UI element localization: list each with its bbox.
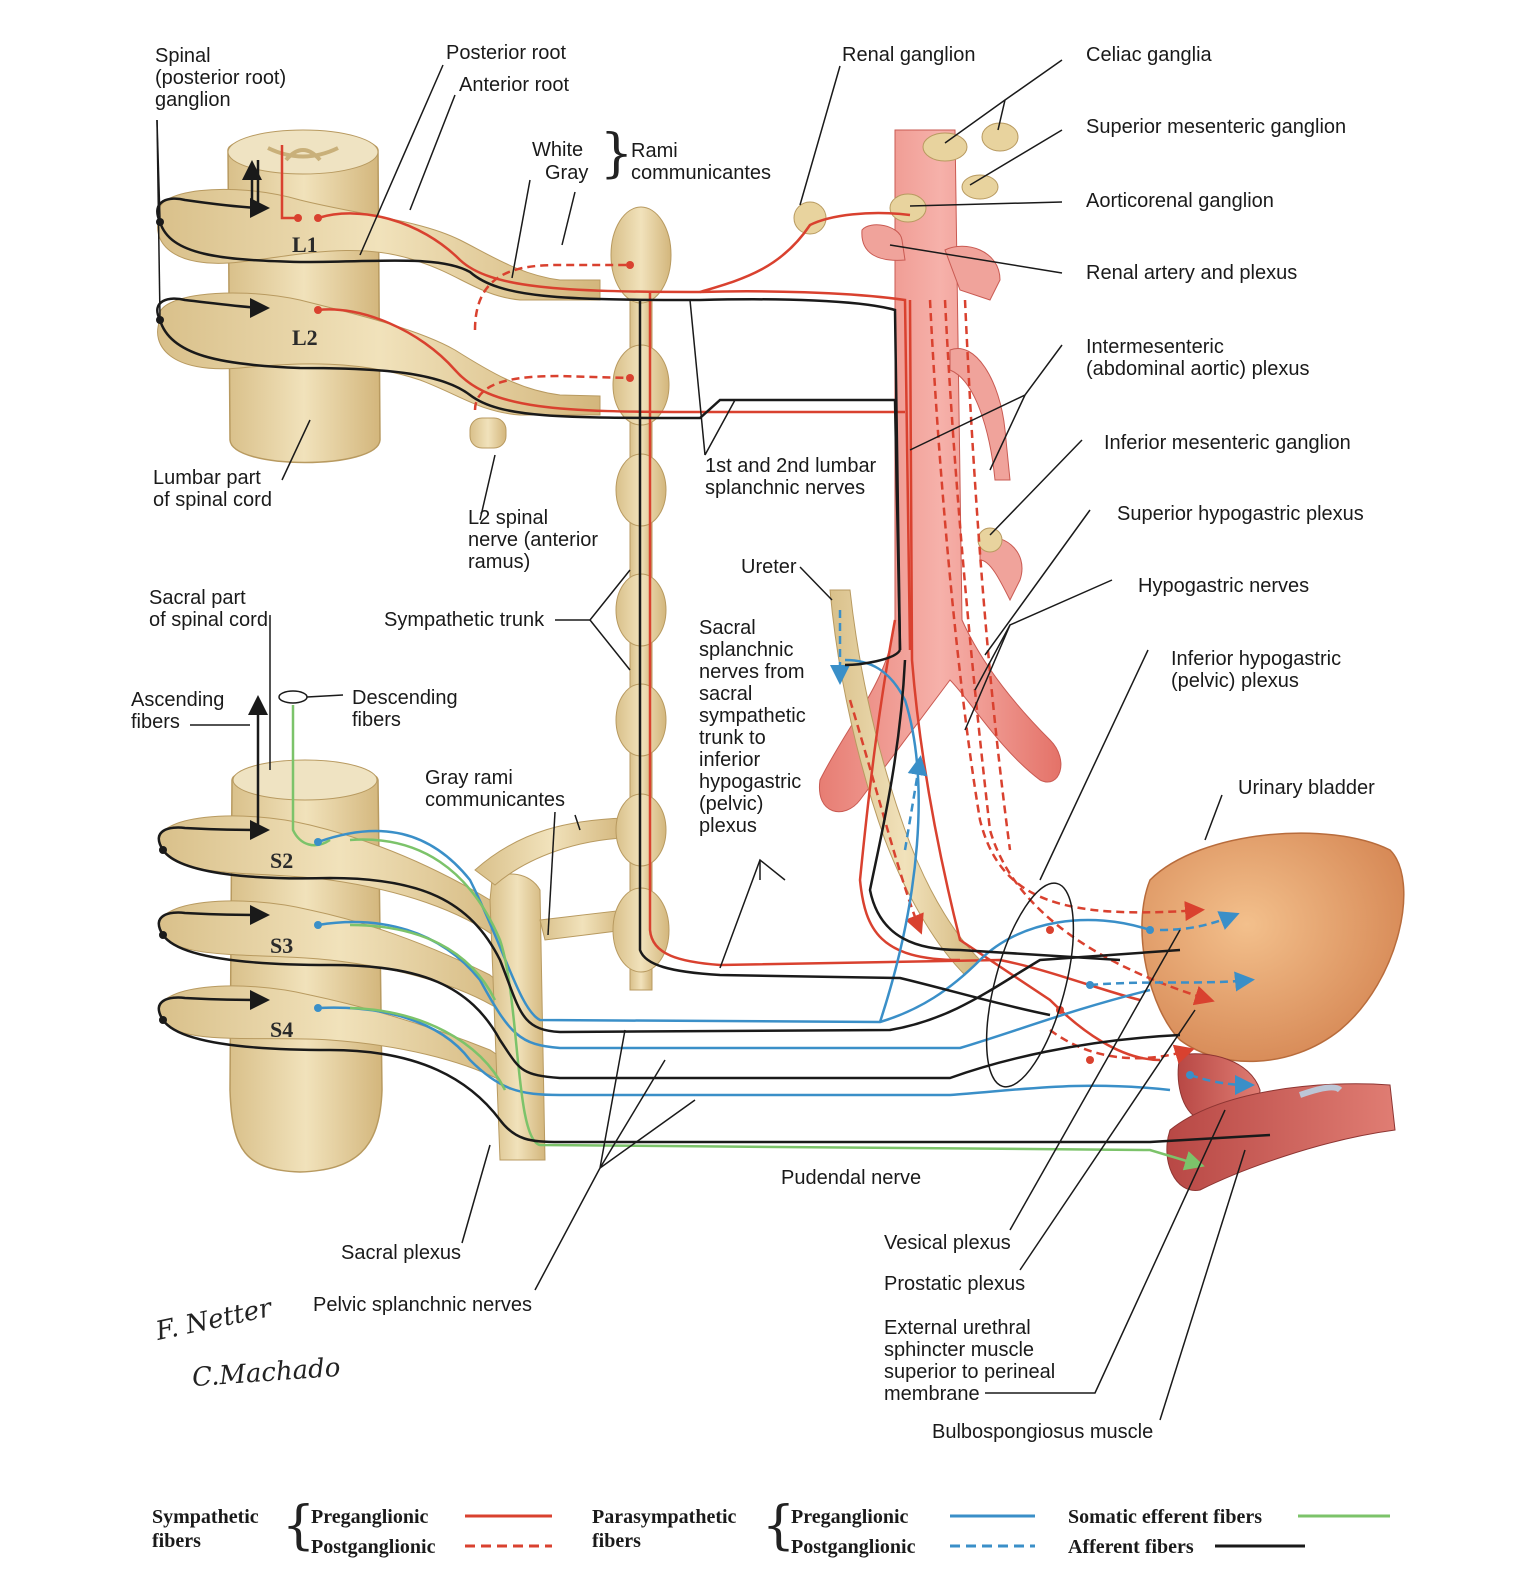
l2-spinal-nerve [469, 417, 507, 449]
label-superior-hypogastric-plexus: Superior hypogastric plexus [1117, 503, 1364, 525]
label-descending-fibers: Descending fibers [352, 687, 458, 731]
label-rami-communicantes: Rami communicantes [631, 140, 772, 184]
label-l2-spinal-nerve: L2 spinal nerve (anterior ramus) [468, 507, 599, 573]
label-urinary-bladder: Urinary bladder [1238, 777, 1375, 799]
label-aorticorenal-ganglion: Aorticorenal ganglion [1086, 190, 1274, 212]
label-lumbar-splanchnic: 1st and 2nd lumbar splanchnic nerves [705, 455, 877, 499]
label-celiac-ganglia: Celiac ganglia [1086, 44, 1212, 66]
rami-brace: } [600, 124, 634, 184]
descending-fibers-ring [278, 690, 308, 704]
label-ascending-fibers: Ascending fibers [131, 689, 225, 733]
label-pudendal-nerve: Pudendal nerve [781, 1167, 922, 1189]
label-sacral-plexus: Sacral plexus [341, 1242, 462, 1264]
label-pelvic-splanchnic: Pelvic splanchnic nerves [313, 1294, 532, 1316]
sympathetic-preganglionic-fibers [280, 145, 1161, 1062]
legend-lines [465, 1514, 1390, 1548]
legend-symp-preganglionic: Preganglionic [311, 1506, 429, 1528]
label-white: White [532, 139, 584, 161]
label-hypogastric-nerves: Hypogastric nerves [1138, 575, 1310, 597]
label-sacral-splanchnic: Sacral splanchnic nerves from sacral sym… [699, 617, 806, 837]
parasympathetic-preganglionic-fibers [317, 658, 1171, 1097]
label-posterior-root: Posterior root [446, 42, 567, 64]
leader-lines [156, 59, 1246, 1421]
label-renal-artery-plexus: Renal artery and plexus [1086, 262, 1298, 284]
segment-s2: S2 [270, 848, 293, 873]
urinary-bladder-shape [1141, 832, 1405, 1191]
label-anterior-root: Anterior root [459, 74, 570, 96]
label-sacral-part: Sacral part of spinal cord [149, 587, 268, 631]
label-spinal-ganglion: Spinal (posterior root) ganglion [155, 45, 287, 111]
label-vesical-plexus: Vesical plexus [884, 1232, 1011, 1254]
label-intermesenteric-plexus: Intermesenteric (abdominal aortic) plexu… [1086, 336, 1310, 380]
legend-para-preganglionic: Preganglionic [791, 1506, 909, 1528]
label-inferior-hypogastric-plexus: Inferior hypogastric (pelvic) plexus [1171, 648, 1342, 692]
renal-ganglion [793, 201, 827, 235]
somatic-efferent-fibers [291, 705, 1205, 1171]
legend-parasympathetic: Parasympathetic fibers [592, 1506, 737, 1552]
legend-afferent: Afferent fibers [1068, 1536, 1194, 1558]
label-superior-mesenteric-ganglion: Superior mesenteric ganglion [1086, 116, 1347, 138]
label-inferior-mesenteric-ganglion: Inferior mesenteric ganglion [1104, 432, 1351, 454]
afferent-fibers [156, 160, 1271, 1144]
inferior-hypogastric-plexus-outline [985, 882, 1075, 1088]
segment-l1: L1 [292, 232, 318, 257]
segment-s4: S4 [270, 1017, 293, 1042]
segment-l2: L2 [292, 325, 318, 350]
sympathetic-postganglionic-fibers [473, 263, 1215, 1064]
legend-brace-sympathetic: { [282, 1496, 316, 1556]
label-renal-ganglion: Renal ganglion [842, 44, 976, 66]
legend-symp-postganglionic: Postganglionic [311, 1536, 436, 1558]
legend-sympathetic: Sympathetic fibers [152, 1506, 259, 1552]
label-sympathetic-trunk: Sympathetic trunk [384, 609, 545, 631]
label-gray: Gray [545, 162, 589, 184]
legend-somatic-efferent: Somatic efferent fibers [1068, 1506, 1263, 1528]
parasympathetic-postganglionic-fibers [830, 610, 1255, 1095]
legend-brace-parasympathetic: { [762, 1496, 796, 1556]
label-external-urethral: External urethral sphincter muscle super… [884, 1317, 1056, 1405]
label-bulbospongiosus: Bulbospongiosus muscle [932, 1421, 1154, 1443]
segment-s3: S3 [270, 933, 293, 958]
label-lumbar-part: Lumbar part of spinal cord [153, 467, 272, 511]
label-gray-rami: Gray rami communicantes [425, 767, 566, 811]
label-prostatic-plexus: Prostatic plexus [884, 1273, 1026, 1295]
legend-para-postganglionic: Postganglionic [791, 1536, 916, 1558]
label-ureter: Ureter [741, 556, 797, 578]
lumbar-spinal-cord: L1 L2 [157, 129, 601, 464]
